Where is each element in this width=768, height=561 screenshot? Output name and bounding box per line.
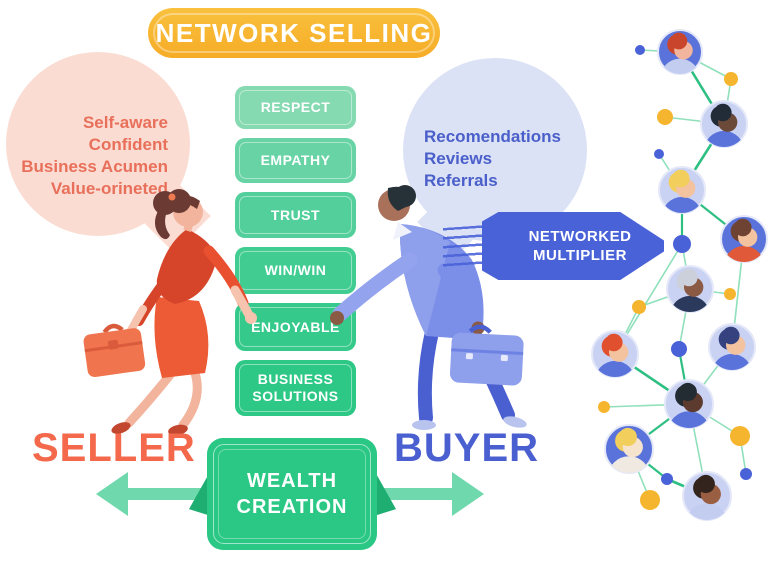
buyer-figure-illustration — [330, 185, 527, 430]
value-box-empathy: EMPATHY — [235, 138, 356, 183]
network-avatar — [591, 330, 639, 378]
arrow-right-icon — [452, 472, 484, 516]
seller-trait: Self-aware — [82, 113, 168, 132]
network-avatar — [682, 471, 732, 521]
network-avatar — [720, 215, 768, 263]
network-dot — [598, 401, 610, 413]
wealth-line: WEALTH — [246, 470, 338, 492]
network-graph — [591, 29, 768, 521]
multiplier-line: MULTIPLIER — [533, 247, 627, 264]
seller-label: SELLER — [32, 426, 196, 470]
buyer-label: BUYER — [394, 426, 540, 470]
value-box-winwin: WIN/WIN — [235, 247, 356, 294]
network-dot — [740, 468, 752, 480]
value-label: EMPATHY — [260, 152, 331, 168]
title-banner: NETWORK SELLING — [148, 8, 440, 58]
seller-traits-text: Self-aware Confident Business Acumen Val… — [18, 112, 168, 200]
network-avatar — [664, 379, 714, 429]
value-label: TRUST — [270, 206, 321, 223]
buyer-briefcase — [449, 324, 524, 386]
seller-trait: Confident — [88, 135, 168, 154]
seller-trait: Value-orineted — [50, 179, 168, 198]
network-dot — [632, 300, 646, 314]
network-dot — [654, 149, 664, 159]
buyer-hand — [330, 311, 344, 325]
value-label: RESPECT — [260, 99, 331, 115]
network-dot — [671, 341, 687, 357]
arrow-left-icon — [96, 472, 128, 516]
network-avatar — [700, 100, 748, 148]
network-avatar — [708, 323, 756, 371]
value-box-respect: RESPECT — [235, 86, 356, 129]
multiplier-line: NETWORKED — [528, 228, 632, 245]
seller-figure-illustration — [83, 189, 257, 436]
network-dot — [657, 109, 673, 125]
networked-multiplier-label: NETWORKED MULTIPLIER — [515, 227, 632, 265]
network-dot — [635, 45, 645, 55]
networked-multiplier-banner: NETWORKED MULTIPLIER — [482, 212, 664, 280]
network-dot — [724, 288, 736, 300]
wealth-creation-box: WEALTH CREATION — [207, 438, 377, 550]
network-avatar — [666, 265, 714, 313]
buyer-benefits-text: Recomendations Reviews Referrals — [424, 126, 589, 192]
value-box-trust: TRUST — [235, 192, 356, 238]
network-avatar — [657, 29, 703, 75]
network-dot — [661, 473, 673, 485]
network-dot — [673, 235, 691, 253]
value-box-business-solutions: BUSINESS SOLUTIONS — [235, 360, 356, 416]
seller-trait: Business Acumen — [21, 157, 168, 176]
wealth-line: CREATION — [236, 496, 348, 518]
seller-hand — [245, 312, 257, 324]
buyer-benefit: Reviews — [424, 149, 493, 168]
wealth-creation-label: WEALTH CREATION — [237, 468, 348, 520]
network-avatar — [604, 424, 654, 474]
buyer-benefit: Recomendations — [424, 127, 561, 146]
value-label: WIN/WIN — [264, 262, 327, 278]
buyer-benefit: Referrals — [424, 171, 498, 190]
network-avatar — [658, 166, 706, 214]
network-dot — [724, 72, 738, 86]
network-dot — [730, 426, 750, 446]
network-dot — [640, 490, 660, 510]
page-title: NETWORK SELLING — [155, 17, 433, 48]
seller-briefcase — [83, 323, 146, 378]
